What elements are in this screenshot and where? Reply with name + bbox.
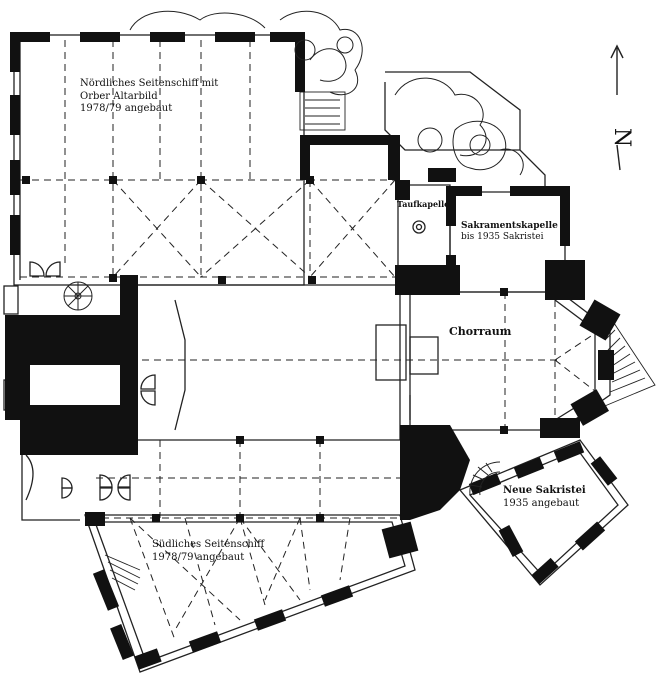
north-aisle-label-line2: Orber Altarbild (80, 90, 158, 102)
new-sacristy-label: Neue Sakristei 1935 angebaut (503, 485, 586, 510)
new-sacristy-label-line1: Neue Sakristei (503, 485, 586, 496)
north-arrow-icon (610, 44, 624, 171)
baptism-chapel-label: Taufkapelle (397, 199, 449, 209)
spiral-stair-icon (63, 281, 93, 311)
north-letter: N (609, 127, 635, 148)
north-aisle-label-line3: 1978/79 angebaut (80, 103, 173, 114)
sacrament-chapel-label: Sakramentskapelle bis 1935 Sakristei (461, 221, 558, 244)
north-aisle-outline (13, 34, 305, 286)
south-aisle-outline (84, 514, 416, 673)
tree-icon (129, 10, 363, 96)
north-aisle-label: Nördliches Seitenschiff mit Orber Altarb… (80, 78, 218, 116)
south-aisle-label-line1: Südliches Seitenschiff (152, 539, 265, 550)
south-aisle-label: Südliches Seitenschiff 1978/79 angebaut (152, 539, 264, 564)
sacrament-chapel-label-line1: Sakramentskapelle (461, 221, 558, 231)
choir-label: Chorraum (449, 325, 511, 339)
tree-icon (394, 77, 524, 176)
nave-outline (120, 284, 401, 441)
north-aisle-label-line1: Nördliches Seitenschiff mit (80, 78, 219, 89)
new-sacristy-label-line2: 1935 angebaut (503, 497, 580, 509)
choir-label-text: Chorraum (449, 325, 512, 338)
baptism-chapel-label-text: Taufkapelle (397, 199, 450, 209)
south-aisle-label-line2: 1978/79 angebaut (152, 551, 245, 563)
sacrament-chapel-label-line2: bis 1935 Sakristei (461, 232, 544, 243)
spiral-stair-icon (469, 461, 501, 496)
